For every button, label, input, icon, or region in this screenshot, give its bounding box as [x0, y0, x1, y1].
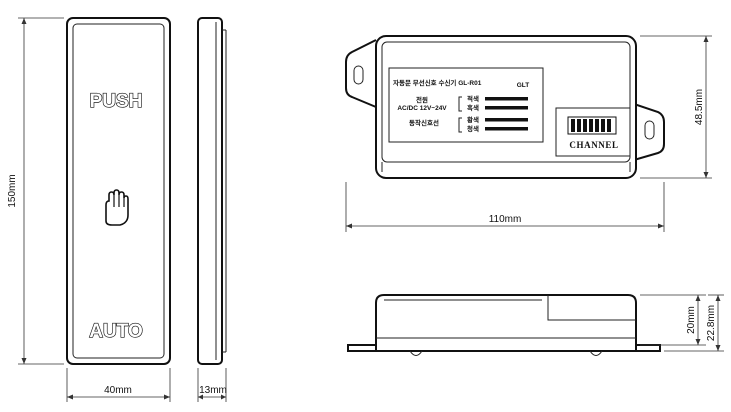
wire-1: [485, 97, 528, 101]
button-depth-dimension: 13mm: [197, 368, 227, 402]
wire-3: [485, 118, 528, 122]
hand-icon: [105, 189, 129, 226]
channel-switch-box: [555, 107, 631, 157]
push-label: PUSH: [90, 91, 143, 112]
wire-2: [485, 106, 528, 110]
receiver-side-view: [347, 294, 661, 356]
channel-label: CHANNEL: [569, 140, 618, 150]
receiver-height-dimension: 48.5mm: [640, 35, 712, 179]
product-label-panel: [388, 67, 544, 143]
auto-label: AUTO: [89, 321, 142, 342]
power-spec: AC/DC 12V~24V: [397, 105, 447, 112]
power-label: 전원: [416, 95, 428, 104]
button-side-view: [197, 17, 227, 365]
receiver-height-label: 48.5mm: [694, 89, 705, 125]
brand-logo: GLT: [517, 82, 530, 89]
receiver-outer-height-dimension: 22.8mm: [664, 294, 724, 352]
receiver-outer-height-label: 22.8mm: [706, 305, 717, 341]
receiver-top-view: 자동문 무선신호 수신기 GL-R01 GLT 전원 AC/DC 12V~24V…: [345, 35, 665, 179]
button-height-label: 150mm: [7, 174, 18, 207]
left-mount-hole: [353, 65, 364, 85]
button-width-dimension: 40mm: [66, 368, 171, 402]
button-height-dimension: 150mm: [7, 17, 64, 365]
wire-4: [485, 127, 528, 131]
receiver-width-dimension: 110mm: [345, 182, 665, 232]
wire-label-2: 흑색: [467, 103, 479, 112]
dip-switch: [567, 116, 617, 135]
signal-label: 동작신호선: [409, 118, 439, 127]
right-mount-hole: [644, 120, 655, 140]
button-width-label: 40mm: [104, 385, 132, 396]
receiver-title: 자동문 무선신호 수신기 GL-R01: [393, 78, 482, 87]
receiver-width-label: 110mm: [489, 214, 522, 225]
wire-label-3: 황색: [467, 115, 479, 124]
receiver-inner-height-label: 20mm: [686, 306, 697, 334]
wire-label-1: 적색: [467, 94, 479, 103]
button-depth-label: 13mm: [199, 385, 227, 396]
wire-label-4: 청색: [467, 124, 479, 133]
receiver-inner-height-dimension: 20mm: [640, 294, 706, 346]
button-front-view: PUSH AUTO: [66, 17, 171, 365]
